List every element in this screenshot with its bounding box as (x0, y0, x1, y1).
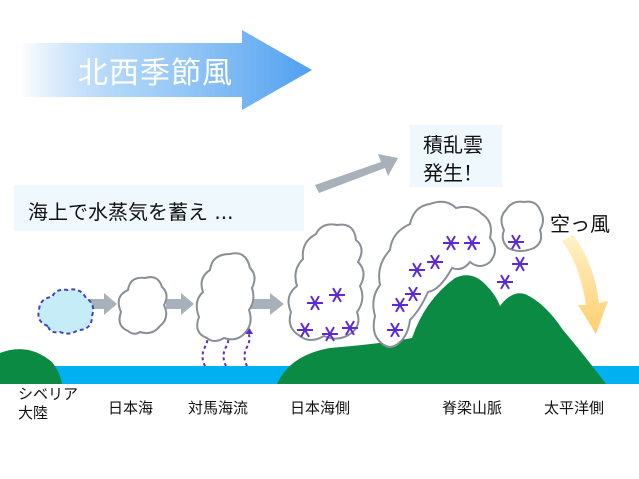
snow-asterisk (297, 322, 313, 338)
callout-cumulonimbus: 積乱雲 発生！ (410, 125, 502, 187)
callout-dry-wind-text: 空っ風 (550, 212, 610, 236)
mountain-cloud (500, 200, 544, 252)
snow-asterisk (307, 295, 323, 311)
diagram-title: 北西季節風 (78, 56, 233, 91)
snow-asterisk (342, 320, 358, 336)
flow-arrow-3 (251, 293, 284, 315)
dry-wind-arrow (562, 235, 608, 334)
rise-arrow (315, 154, 398, 193)
label-sea-of-japan: 日本海 (108, 399, 154, 417)
snow-asterisk (497, 274, 513, 290)
snow-asterisk (387, 322, 403, 338)
initial-cloud (37, 288, 95, 335)
cloud-small (117, 276, 168, 335)
snow-asterisk (392, 297, 408, 313)
snow-asterisk (508, 234, 524, 250)
title-arrow (20, 30, 312, 110)
callout-dry-wind: 空っ風 (546, 204, 628, 236)
siberia-land (0, 349, 62, 384)
snow-marks (297, 234, 528, 342)
cloud-large (287, 223, 365, 341)
vapor-arrow-3 (243, 330, 251, 367)
callout-cumulonimbus-line2: 発生！ (423, 161, 483, 185)
label-sea-of-japan-side: 日本海側 (290, 399, 351, 417)
snow-asterisk (512, 256, 528, 272)
callout-sea-vapor: 海上で水蒸気を蓄え ... (14, 185, 304, 231)
snow-asterisk (427, 254, 443, 270)
flow-arrows (86, 293, 284, 315)
callout-sea-vapor-text: 海上で水蒸気を蓄え ... (28, 200, 234, 224)
label-spine-mountains: 脊梁山脈 (442, 399, 503, 417)
snow-asterisk (322, 326, 338, 342)
label-pacific-side: 太平洋側 (544, 399, 605, 417)
snow-asterisk (409, 262, 425, 278)
snow-asterisk (443, 235, 459, 251)
label-tsushima-current: 対馬海流 (188, 399, 249, 417)
japan-land (277, 275, 606, 384)
snow-asterisk (329, 287, 345, 303)
label-siberia-line2: 大陸 (18, 404, 49, 422)
flow-arrow-1 (86, 293, 117, 315)
snow-asterisk (464, 235, 480, 251)
snow-asterisk (405, 286, 421, 302)
cloud-medium (195, 252, 256, 342)
label-siberia-line1: シベリア (18, 385, 79, 403)
flow-arrow-2 (166, 293, 194, 315)
callout-cumulonimbus-line1: 積乱雲 (423, 133, 483, 157)
